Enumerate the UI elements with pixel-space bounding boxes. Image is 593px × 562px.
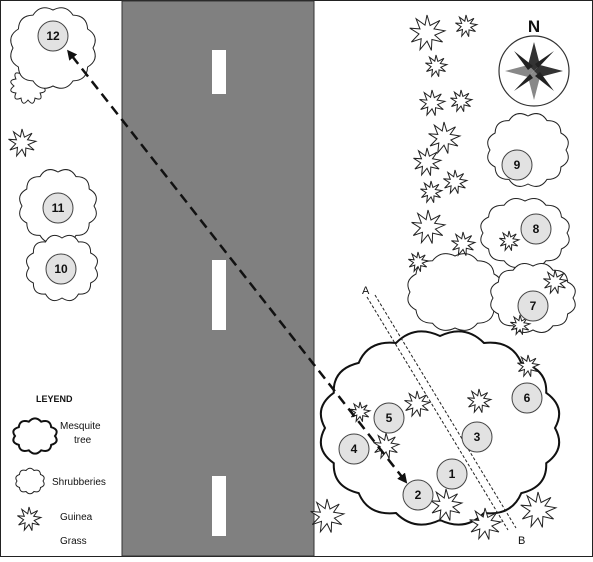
guinea-grass-clump (310, 498, 346, 534)
transect-label-a: A (362, 285, 370, 297)
route-arrow (67, 49, 408, 484)
mesquite-tree-icon-shape (12, 417, 58, 455)
mesquite-tree-icon (12, 417, 58, 455)
guinea-grass-clump (499, 230, 521, 252)
tree-marker-label: 3 (474, 430, 481, 444)
tree-marker-circle (511, 382, 543, 414)
guinea-grass-clump (404, 390, 432, 418)
legend-label-mesquite-line2: tree (74, 435, 92, 446)
tree-marker-circle (520, 213, 552, 245)
guinea-grass-clump (408, 251, 430, 273)
lane-marking (212, 50, 226, 94)
tree-marker-label: 1 (449, 467, 456, 481)
tree-marker-7[interactable]: 7 (517, 290, 549, 322)
tree-marker-3[interactable]: 3 (461, 421, 493, 453)
tree-marker-circle (436, 458, 468, 490)
tree-marker-11[interactable]: 11 (42, 192, 74, 224)
tree-markers: 1 2 3 4 5 6 7 8 9 10 11 12 (37, 20, 552, 511)
shrubbery-blob (407, 253, 503, 331)
guinea-grass-clump (419, 89, 447, 117)
legend-label-grass: Grass (60, 536, 87, 547)
tree-marker-12[interactable]: 12 (37, 20, 69, 52)
tree-marker-2[interactable]: 2 (402, 479, 434, 511)
legend: LEYEND Mesquite tree Shrubberies Guinea … (12, 394, 106, 547)
guinea-grass-clump (411, 209, 447, 245)
shrubbery-icon (15, 467, 45, 495)
guinea-grass-clump (517, 354, 541, 378)
guinea-grass-clump (451, 231, 477, 257)
tree-marker-label: 10 (54, 262, 68, 276)
tree-marker-1[interactable]: 1 (436, 458, 468, 490)
tree-marker-6[interactable]: 6 (511, 382, 543, 414)
legend-label-mesquite: Mesquite (60, 421, 101, 432)
guinea-grass-clump (469, 507, 503, 541)
tree-marker-label: 11 (52, 201, 65, 215)
tree-marker-10[interactable]: 10 (45, 253, 77, 285)
tree-marker-label: 7 (530, 299, 537, 313)
tree-marker-label: 4 (351, 442, 358, 456)
tree-marker-label: 5 (386, 411, 393, 425)
guinea-grass-clump (455, 14, 479, 38)
tree-marker-circle (461, 421, 493, 453)
guinea-grass-clump (17, 506, 43, 532)
tree-marker-circle (37, 20, 69, 52)
tree-marker-8[interactable]: 8 (520, 213, 552, 245)
tree-marker-label: 6 (524, 391, 531, 405)
guinea-grass-clump (543, 269, 569, 295)
guinea-grass-clump (420, 180, 444, 204)
lane-marking (212, 476, 226, 536)
lane-marking (212, 260, 226, 330)
compass: N (498, 17, 570, 107)
legend-label-shrubberies: Shrubberies (52, 477, 106, 488)
tree-marker-label: 12 (46, 29, 60, 43)
guinea-grass-clump (413, 147, 443, 177)
compass-north-label: N (528, 17, 540, 36)
guinea-grass-clump (520, 491, 558, 529)
tree-marker-circle (402, 479, 434, 511)
tree-marker-circle (517, 290, 549, 322)
guinea-grass-clump (450, 89, 474, 113)
tree-marker-label: 8 (533, 222, 540, 236)
compass-rose-icon (505, 42, 563, 100)
tree-marker-9[interactable]: 9 (501, 149, 533, 181)
guinea-grass-clump (409, 14, 447, 52)
guinea-grass-clump (443, 169, 469, 195)
tree-marker-circle (501, 149, 533, 181)
guinea-grass-clump (428, 121, 462, 155)
guinea-grass-clump (467, 388, 493, 414)
guinea-grass-clump (425, 54, 449, 78)
guinea-grass-clump (510, 314, 532, 336)
tree-marker-4[interactable]: 4 (338, 433, 370, 465)
tree-marker-5[interactable]: 5 (373, 402, 405, 434)
guinea-grass-clump (430, 488, 464, 522)
guinea-grass-clump (8, 128, 38, 158)
legend-title: LEYEND (36, 394, 73, 404)
shrubbery-icon-shape (15, 467, 45, 495)
guinea-grass-icon (17, 506, 43, 532)
legend-label-guinea: Guinea (60, 512, 93, 523)
tree-marker-label: 9 (514, 158, 521, 172)
road (121, 0, 315, 557)
transect-label-b: B (518, 535, 525, 547)
tree-marker-label: 2 (415, 488, 422, 502)
